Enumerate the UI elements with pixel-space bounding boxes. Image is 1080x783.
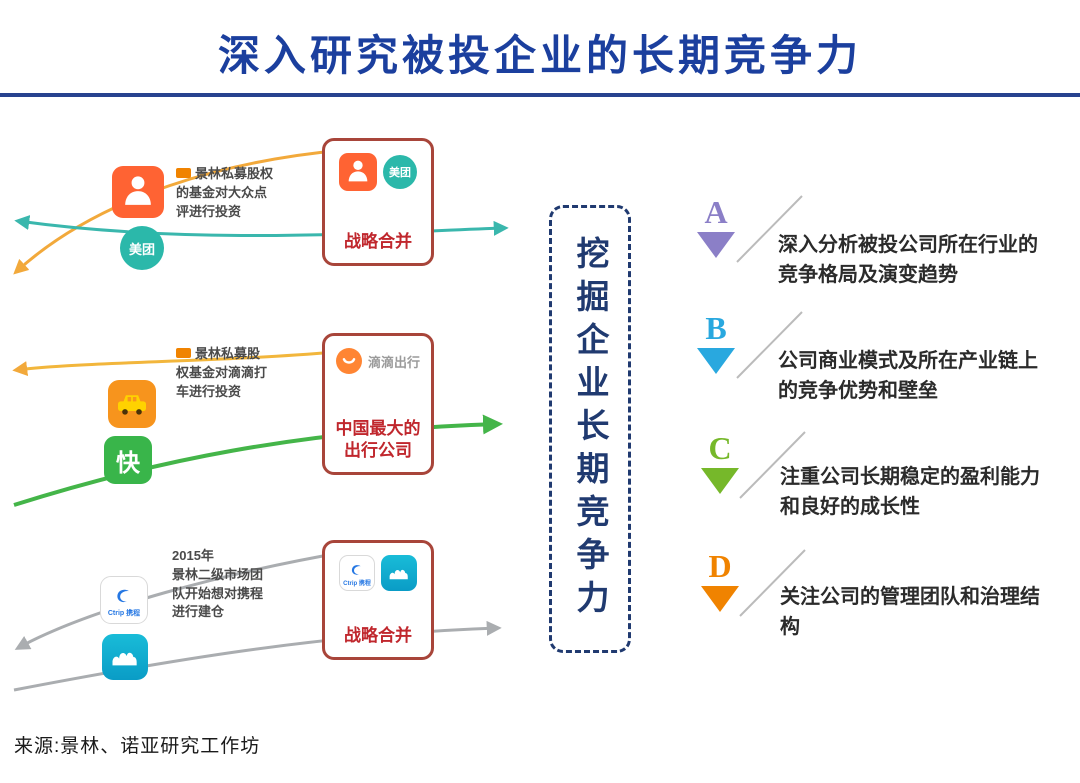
case1-box-label: 战略合并 — [344, 231, 412, 251]
meituan-label: 美团 — [128, 241, 155, 257]
dianping-icon — [112, 166, 164, 218]
page-title: 深入研究被投企业的长期竞争力 — [217, 32, 862, 79]
dianping-icon — [339, 153, 377, 191]
point-a-letter: A — [704, 194, 728, 230]
kuaidi-label: 快 — [116, 449, 140, 477]
meituan-label: 美团 — [389, 167, 411, 179]
kuaidi-icon: 快 — [104, 436, 152, 484]
point-a-marker: A — [692, 196, 740, 258]
point-b-marker: B — [692, 312, 740, 374]
case2-note: 景林私募股 权基金对滴滴打 车进行投资 — [176, 326, 296, 401]
point-a-text: 深入分析被投公司所在行业的竞争格局及演变趋势 — [778, 234, 1038, 286]
point-b-text: 公司商业模式及所在产业链上的竞争优势和壁垒 — [778, 350, 1038, 402]
taxi-icon — [108, 380, 156, 428]
triangle-down-icon — [697, 348, 735, 374]
case3-box-label: 战略合并 — [344, 625, 412, 645]
qunar-camel-icon — [102, 634, 148, 680]
case3-note-text: 2015年 景林二级市场团 队开始想对携程 进行建仓 — [172, 547, 264, 620]
ctrip-label: Ctrip 携程 — [343, 580, 371, 587]
point-c-marker: C — [696, 432, 744, 494]
didi-brand-label: 滴滴出行 — [367, 354, 420, 370]
center-theme-box: 挖掘企业长期竞争力 — [549, 205, 631, 653]
triangle-down-icon — [701, 586, 739, 612]
point-d-letter: D — [708, 548, 732, 584]
didi-logo: 滴滴出行 — [335, 348, 420, 374]
triangle-down-icon — [697, 232, 735, 258]
case1-note: 景林私募股权 的基金对大众点 评进行投资 — [176, 146, 296, 221]
case1-note-text: 景林私募股权 的基金对大众点 评进行投资 — [176, 165, 274, 219]
meituan-icon: 美团 — [120, 226, 164, 270]
meituan-icon: 美团 — [383, 155, 417, 189]
didi-icon — [335, 348, 362, 374]
triangle-down-icon — [701, 468, 739, 494]
case3-result-box: Ctrip 携程 战略合并 — [322, 540, 434, 660]
case3-box-icons: Ctrip 携程 — [339, 555, 417, 591]
case2-note-text: 景林私募股 权基金对滴滴打 车进行投资 — [176, 345, 268, 399]
ctrip-icon: Ctrip 携程 — [339, 555, 375, 591]
case1-result-box: 美团 战略合并 — [322, 138, 434, 266]
case2-box-label: 中国最大的 出行公司 — [335, 418, 421, 460]
greenwoods-logo-icon — [176, 347, 191, 358]
point-b-letter: B — [705, 310, 727, 346]
center-theme-text: 挖掘企业长期竞争力 — [572, 235, 609, 623]
greenwoods-logo-icon — [176, 167, 191, 178]
ctrip-label: Ctrip 携程 — [107, 610, 141, 617]
case1-box-icons: 美团 — [339, 153, 417, 191]
ctrip-icon: Ctrip 携程 — [100, 576, 148, 624]
case3-note: 2015年 景林二级市场团 队开始想对携程 进行建仓 — [172, 528, 292, 622]
point-d-marker: D — [696, 550, 744, 612]
point-c-letter: C — [708, 430, 732, 466]
case2-result-box: 滴滴出行 中国最大的 出行公司 — [322, 333, 434, 475]
source-text: 来源:景林、诺亚研究工作坊 — [14, 736, 261, 757]
point-c-text: 注重公司长期稳定的盈利能力和良好的成长性 — [780, 466, 1040, 518]
title-divider — [0, 93, 1080, 97]
point-d-text: 关注公司的管理团队和治理结构 — [780, 586, 1040, 638]
qunar-camel-icon — [381, 555, 417, 591]
